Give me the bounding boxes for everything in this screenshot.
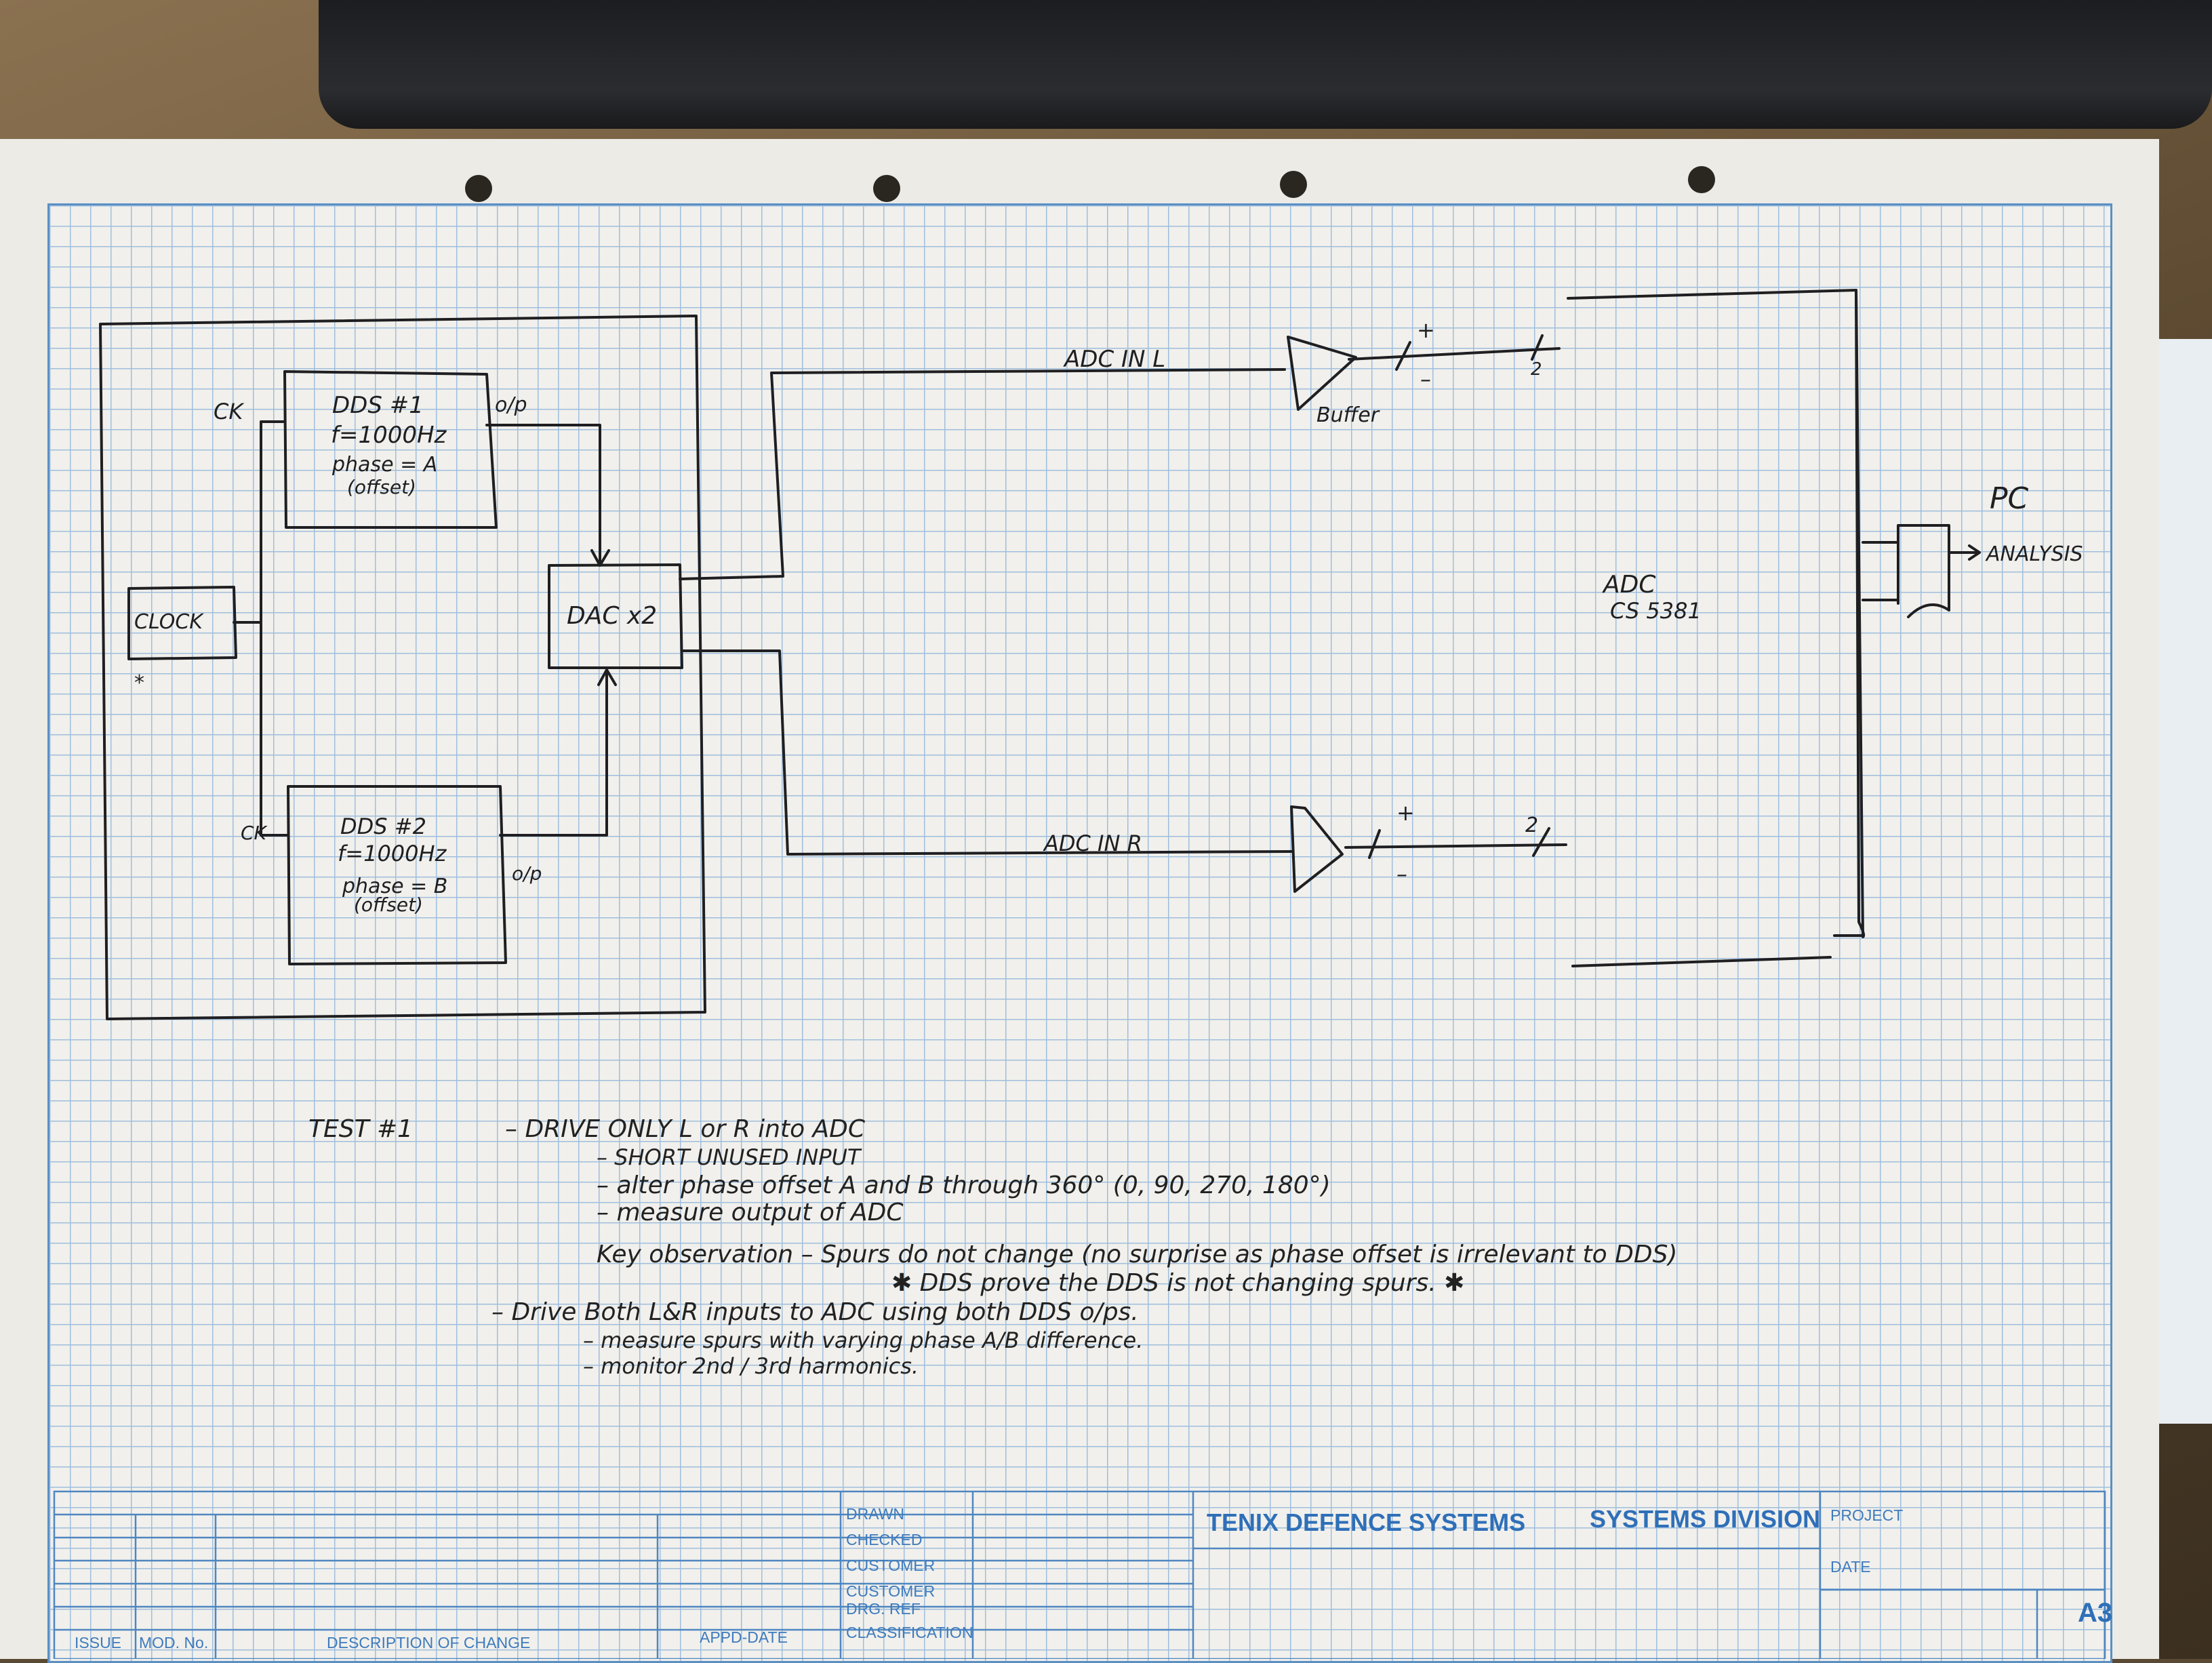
minus-bottom: – — [1396, 861, 1407, 887]
mod-no-column: MOD. No. — [139, 1634, 209, 1651]
adc-in-r-wire — [681, 649, 1293, 856]
dds2-frequency: f=1000Hz — [338, 841, 447, 866]
note-line: – SHORT UNUSED INPUT — [597, 1144, 861, 1170]
note-line: – monitor 2nd / 3rd harmonics. — [583, 1353, 919, 1379]
appd-date-column: APPD-DATE — [700, 1628, 788, 1646]
drawn-field: DRAWN — [846, 1505, 905, 1523]
adc-part-number: CS 5381 — [1610, 598, 1702, 624]
analysis-label: ANALYSIS — [1986, 542, 2083, 566]
date-field: DATE — [1830, 1558, 1871, 1576]
enclosure-box — [99, 315, 706, 1020]
punch-hole — [1280, 171, 1307, 198]
dds1-title: DDS #1 — [332, 392, 424, 419]
punch-hole — [465, 175, 492, 202]
clock-label: CLOCK — [134, 610, 203, 634]
company-name: TENIX DEFENCE SYSTEMS — [1207, 1508, 1526, 1536]
adc-label: ADC — [1603, 571, 1656, 599]
sheet-size: A3 — [2078, 1598, 2113, 1628]
minus-top: – — [1420, 366, 1431, 392]
note-line: – Drive Both L&R inputs to ADC using bot… — [491, 1298, 1139, 1326]
dds1-box — [283, 370, 498, 529]
buffer-label: Buffer — [1316, 403, 1380, 427]
dac-label: DAC x2 — [567, 602, 658, 630]
bus-width-bottom: 2 — [1525, 814, 1539, 837]
adc-box — [1567, 289, 1864, 967]
division-name: SYSTEMS DIVISION — [1590, 1505, 1821, 1533]
op-label-bottom: o/p — [512, 862, 542, 885]
punch-hole — [873, 175, 900, 202]
customer-drg-ref-field: DRG. REF — [846, 1600, 921, 1618]
dds2-output-wire — [499, 670, 608, 837]
dds1-offset: (offset) — [347, 476, 416, 498]
dds2-offset: (offset) — [354, 894, 423, 916]
op-label-top: o/p — [495, 393, 527, 417]
dds2-phase: phase = B — [342, 875, 448, 898]
note-line: ✱ DDS prove the DDS is not changing spur… — [891, 1269, 1465, 1297]
adc-in-r-label: ADC IN R — [1044, 830, 1142, 856]
plus-bottom: + — [1396, 800, 1415, 826]
project-field: PROJECT — [1830, 1506, 1904, 1524]
clock-asterisk: * — [134, 671, 144, 695]
clock-box — [127, 586, 237, 660]
bus-width-top: 2 — [1531, 359, 1542, 380]
graph-grid — [47, 203, 2112, 1663]
description-column: DESCRIPTION OF CHANGE — [327, 1634, 531, 1651]
punch-hole — [1688, 166, 1715, 193]
note-line: – alter phase offset A and B through 360… — [597, 1171, 1331, 1199]
note-line: – measure output of ADC — [597, 1199, 904, 1226]
pc-label: PC — [1990, 481, 2029, 516]
clock-wire — [233, 420, 289, 837]
customer-field: CUSTOMER — [846, 1557, 936, 1574]
black-folder — [319, 0, 2212, 129]
test-label: TEST #1 — [308, 1115, 414, 1143]
adc-in-l-label: ADC IN L — [1064, 346, 1166, 373]
checked-field: CHECKED — [846, 1531, 923, 1548]
buffer-bottom — [1290, 805, 1344, 893]
note-line: – measure spurs with varying phase A/B d… — [583, 1327, 1144, 1353]
classification-field: CLASSIFICATION — [846, 1624, 973, 1641]
plus-top: + — [1417, 317, 1435, 343]
note-line: Key observation – Spurs do not change (n… — [597, 1241, 1678, 1268]
dds2-title: DDS #2 — [340, 814, 426, 839]
issue-column: ISSUE — [75, 1634, 122, 1651]
adc-in-l-wire — [679, 368, 1286, 580]
buffer-top — [1287, 336, 1357, 411]
pc-connector — [1862, 524, 1950, 618]
dds1-phase: phase = A — [332, 453, 438, 477]
customer-drg-ref-field: CUSTOMER — [846, 1582, 936, 1600]
note-line: – DRIVE ONLY L or R into ADC — [505, 1115, 866, 1143]
dds1-output-wire — [485, 424, 601, 564]
ck-label-top: CK — [214, 399, 243, 424]
dac-box — [548, 563, 683, 669]
side-graph-sheet — [2159, 339, 2212, 1424]
ck-label-bottom: CK — [241, 822, 266, 844]
dds2-box — [287, 785, 507, 965]
dds1-frequency: f=1000Hz — [331, 422, 447, 449]
